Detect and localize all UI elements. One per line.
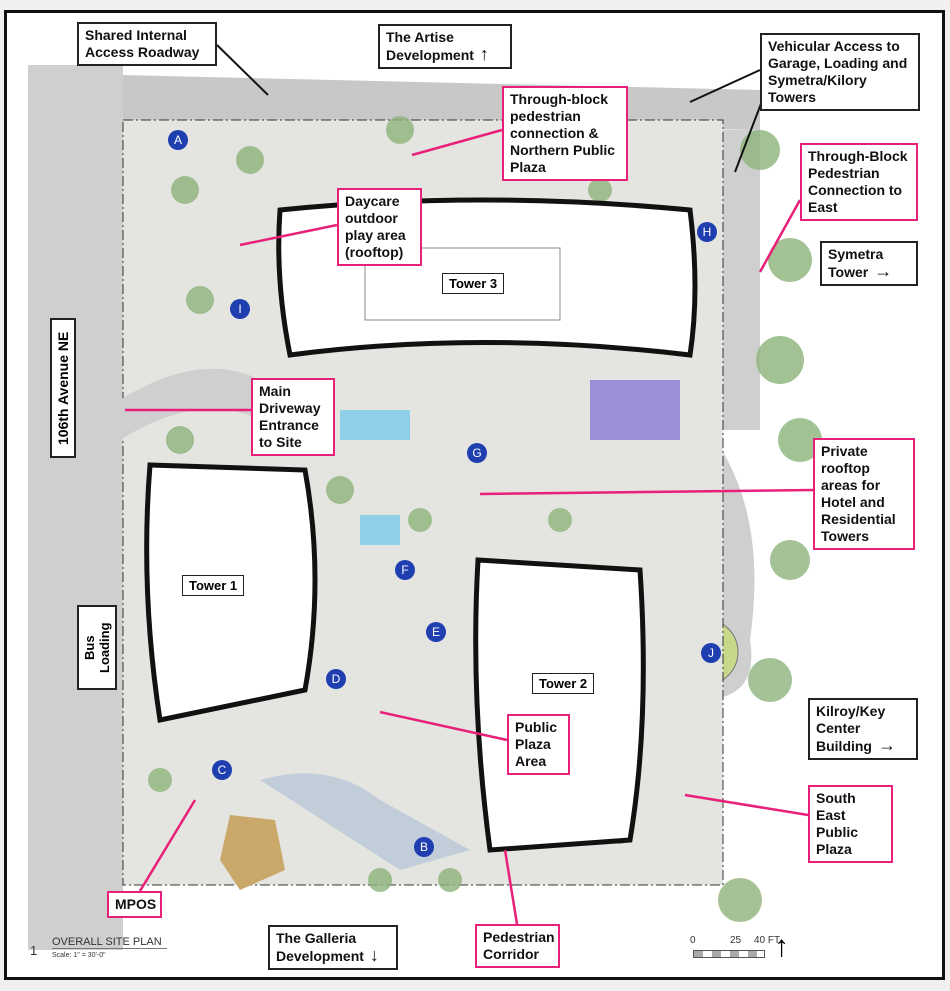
title-scale: Scale: 1" = 30'-0" xyxy=(52,952,106,959)
driveway xyxy=(120,368,260,440)
label-through-block-north: Through-block pedestrian connection & No… xyxy=(502,86,628,181)
marker-b: B xyxy=(414,837,434,857)
label-public-plaza: Public Plaza Area xyxy=(507,714,570,775)
label-symetra-text: Symetra Tower xyxy=(828,246,884,280)
marker-a: A xyxy=(168,130,188,150)
label-through-block-east: Through-Block Pedestrian Connection to E… xyxy=(800,143,918,221)
label-artise-text: The Artise Development xyxy=(386,29,474,63)
label-driveway: Main Driveway Entrance to Site xyxy=(251,378,335,456)
avenue-road xyxy=(28,65,123,950)
label-avenue: 106th Avenue NE xyxy=(50,318,76,458)
label-shared-roadway: Shared Internal Access Roadway xyxy=(77,22,217,66)
arrow-down-icon: ↓ xyxy=(369,945,379,965)
marker-h: H xyxy=(697,222,717,242)
scale-zero: 0 xyxy=(690,935,696,946)
label-galleria-text: The Galleria Development xyxy=(276,930,364,964)
label-galleria: The Galleria Development↓ xyxy=(268,925,398,970)
tower-2-label: Tower 2 xyxy=(532,673,595,694)
label-kilroy: Kilroy/Key Center Building→ xyxy=(808,698,918,760)
label-daycare: Daycare outdoor play area (rooftop) xyxy=(337,188,422,266)
label-bus-loading: Bus Loading xyxy=(77,605,117,690)
title-text: OVERALL SITE PLAN xyxy=(52,936,167,949)
marker-c: C xyxy=(212,760,232,780)
marker-e: E xyxy=(426,622,446,642)
marker-j: J xyxy=(701,643,721,663)
tower-2-footprint xyxy=(473,557,646,853)
marker-i: I xyxy=(230,299,250,319)
marker-d: D xyxy=(326,669,346,689)
tower-3-label: Tower 3 xyxy=(442,273,505,294)
tower-3-core xyxy=(364,247,561,321)
marker-f: F xyxy=(395,560,415,580)
tower-1-label: Tower 1 xyxy=(182,575,245,596)
label-south-east: South East Public Plaza xyxy=(808,785,893,863)
plaza-feature xyxy=(220,815,285,890)
scale-end: 40 FT xyxy=(754,935,781,946)
arrow-right-icon: → xyxy=(874,261,893,281)
title-number: 1 xyxy=(30,943,38,958)
label-private-rooftop: Private rooftop areas for Hotel and Resi… xyxy=(813,438,915,550)
label-mpos: MPOS xyxy=(107,891,162,918)
north-arrow-icon: ↑ xyxy=(774,930,789,963)
label-ped-corridor: Pedestrian Corridor xyxy=(475,924,560,968)
marker-g: G xyxy=(467,443,487,463)
label-vehicular: Vehicular Access to Garage, Loading and … xyxy=(760,33,920,111)
east-driveway xyxy=(720,130,760,430)
scale-bar xyxy=(693,950,765,958)
arrow-right-icon: → xyxy=(878,735,896,755)
label-symetra: Symetra Tower→ xyxy=(820,241,918,286)
pool-upper xyxy=(340,410,410,440)
label-kilroy-text: Kilroy/Key Center Building xyxy=(816,703,886,754)
scale-mid: 25 xyxy=(730,935,742,946)
pool-lower xyxy=(360,515,400,545)
label-artise: The Artise Development↑ xyxy=(378,24,512,69)
arrow-up-icon: ↑ xyxy=(479,44,489,64)
sport-court xyxy=(590,380,680,440)
trees xyxy=(148,116,822,922)
pink-arrows xyxy=(125,128,814,925)
